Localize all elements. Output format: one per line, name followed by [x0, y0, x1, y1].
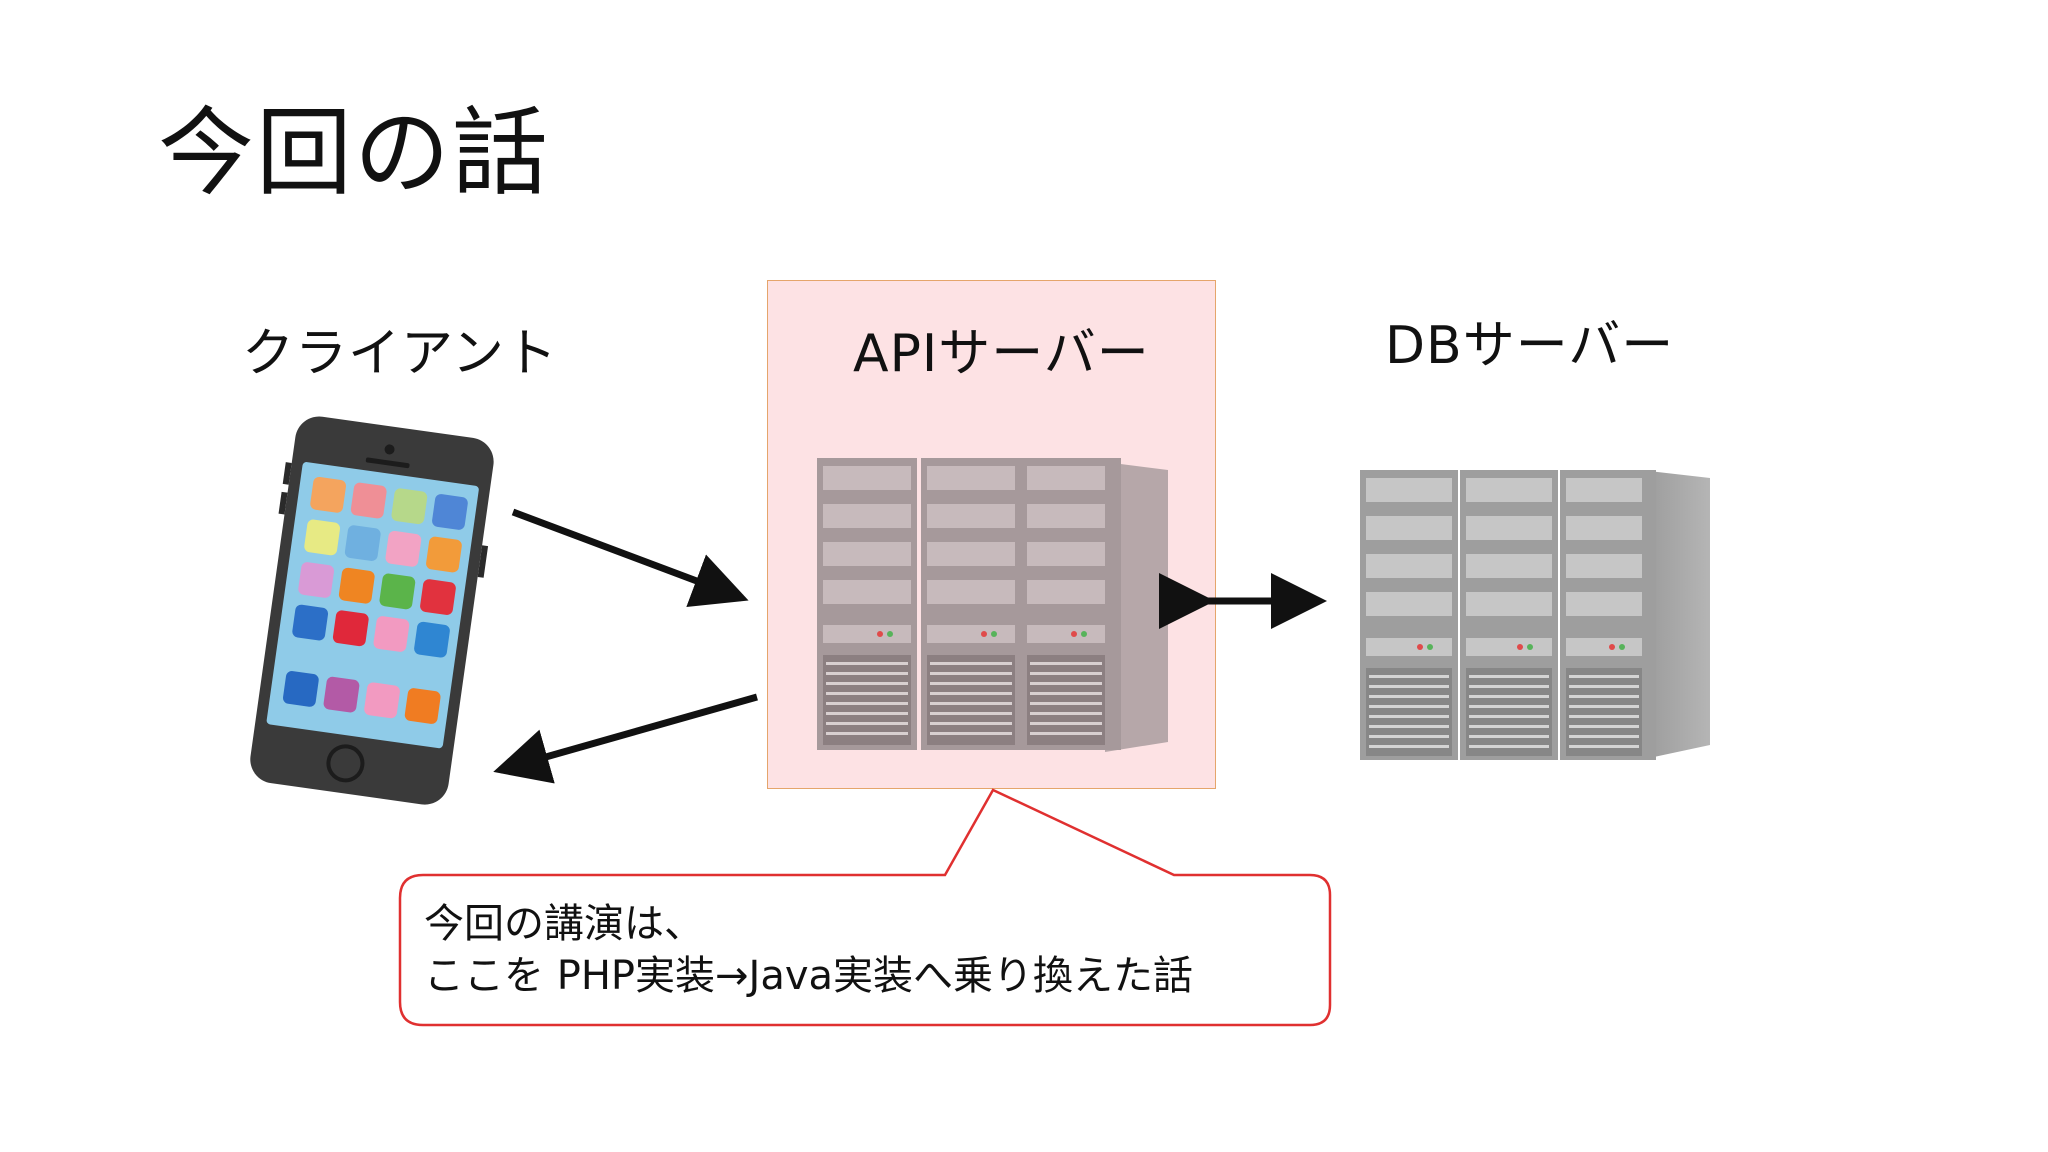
- smartphone-icon: [250, 416, 494, 805]
- db-server-rack-icon: [1360, 470, 1710, 760]
- api-rack-2: [921, 458, 1021, 750]
- db-rack-vents: [1369, 675, 1639, 748]
- client-label: クライアント: [242, 324, 558, 384]
- db-rack-3: [1560, 470, 1656, 760]
- db-server-label: DBサーバー: [1385, 316, 1675, 376]
- callout-text: 今回の講演は、 ここを PHP実装→Java実装へ乗り換えた話: [424, 898, 1193, 1002]
- api-rack-leds: [877, 631, 1087, 637]
- api-server-label: APIサーバー: [853, 324, 1150, 384]
- callout-bubble: [398, 788, 1332, 1027]
- callout-line-2: ここを PHP実装→Java実装へ乗り換えた話: [424, 953, 1194, 999]
- arrow-api-to-client: [493, 693, 758, 784]
- db-rack-leds: [1417, 644, 1625, 650]
- arrow-client-to-api: [511, 508, 749, 607]
- api-rack-1: [817, 458, 917, 750]
- db-rack-1: [1360, 470, 1458, 760]
- db-rack-2: [1460, 470, 1558, 760]
- api-rack-3: [1021, 458, 1121, 750]
- api-server-rack-icon: [817, 458, 1168, 752]
- callout-line-1: 今回の講演は、: [424, 901, 704, 947]
- slide-title: 今回の話: [158, 97, 550, 209]
- api-rack-vents: [826, 662, 1102, 735]
